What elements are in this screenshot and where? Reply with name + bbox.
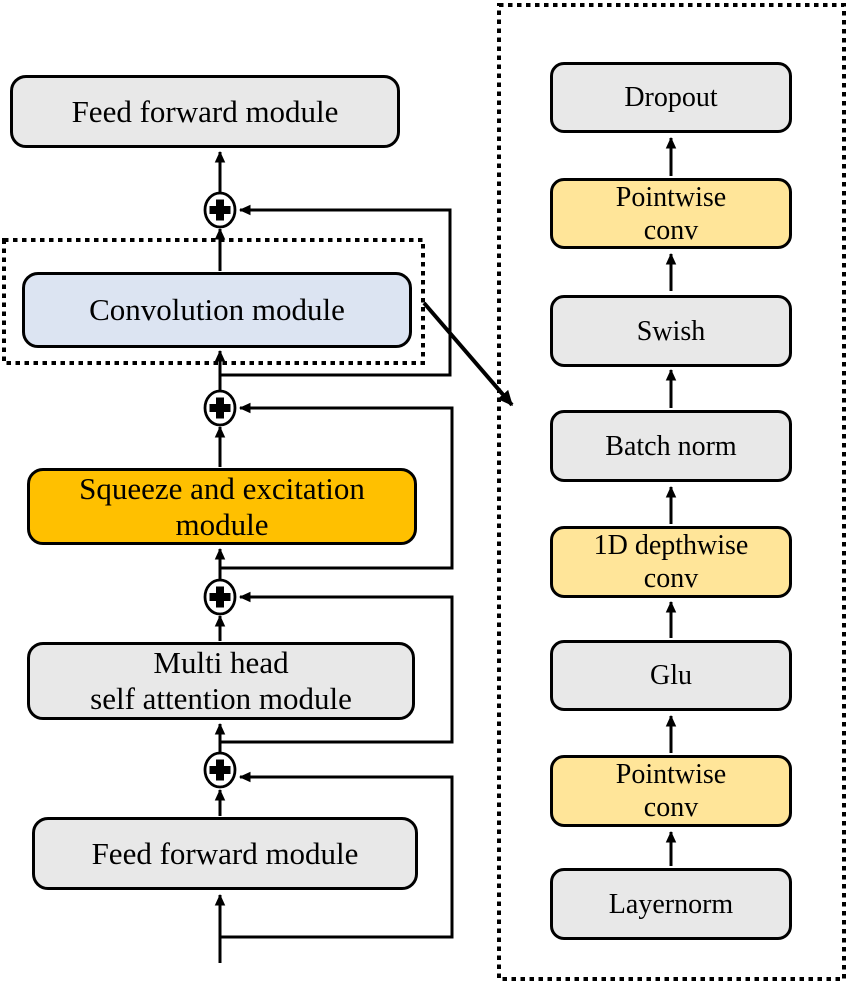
add-junction-icon <box>203 191 237 229</box>
module-label: 1D depthwise <box>593 530 749 561</box>
module-label: Multi head <box>153 645 289 680</box>
module-box-multi-head-self-attention: Multi head self attention module <box>27 642 415 720</box>
skip-connection-3 <box>220 402 454 570</box>
module-box-layernorm: Layernorm <box>550 868 792 940</box>
module-box-pointwise-conv-top: Pointwise conv <box>550 178 792 249</box>
module-label: Feed forward module <box>71 93 339 129</box>
module-box-depthwise-conv: 1D depthwise conv <box>550 526 792 598</box>
module-box-pointwise-conv-bottom: Pointwise conv <box>550 755 792 827</box>
expansion-arrow <box>422 301 514 407</box>
module-label: conv <box>643 214 699 246</box>
module-label: module <box>175 506 269 542</box>
module-label: Swish <box>636 315 706 347</box>
convolution-module-dotted-outline <box>2 238 425 365</box>
module-box-feed-forward-top: Feed forward module <box>10 75 400 148</box>
module-label: Feed forward module <box>91 835 359 871</box>
add-junction-icon <box>203 578 237 616</box>
module-box-batch-norm: Batch norm <box>550 410 792 482</box>
module-box-convolution: Convolution module <box>22 272 412 348</box>
module-label: Pointwise <box>615 181 727 213</box>
module-box-feed-forward-bottom: Feed forward module <box>32 817 418 890</box>
module-box-squeeze-excitation: Squeeze and excitation module <box>27 468 417 545</box>
module-label: Pointwise <box>615 759 727 790</box>
module-box-swish: Swish <box>550 295 792 367</box>
module-label: Layernorm <box>608 888 734 920</box>
skip-connection-4 <box>220 204 452 377</box>
module-box-dropout: Dropout <box>550 62 792 133</box>
module-label: Convolution module <box>89 292 345 327</box>
module-label: self attention module <box>90 681 352 716</box>
module-box-glu: Glu <box>550 640 792 711</box>
module-label: Glu <box>650 660 692 691</box>
module-label: Squeeze and excitation <box>79 470 365 506</box>
skip-connection-2 <box>220 591 454 744</box>
module-label: Batch norm <box>605 430 737 462</box>
skip-connection-1 <box>220 771 454 939</box>
add-junction-icon <box>203 389 237 427</box>
add-junction-icon <box>203 751 237 789</box>
module-label: conv <box>643 563 699 594</box>
module-label: conv <box>643 792 699 823</box>
module-label: Dropout <box>624 82 718 113</box>
convolution-detail-dotted-outline <box>497 3 846 981</box>
